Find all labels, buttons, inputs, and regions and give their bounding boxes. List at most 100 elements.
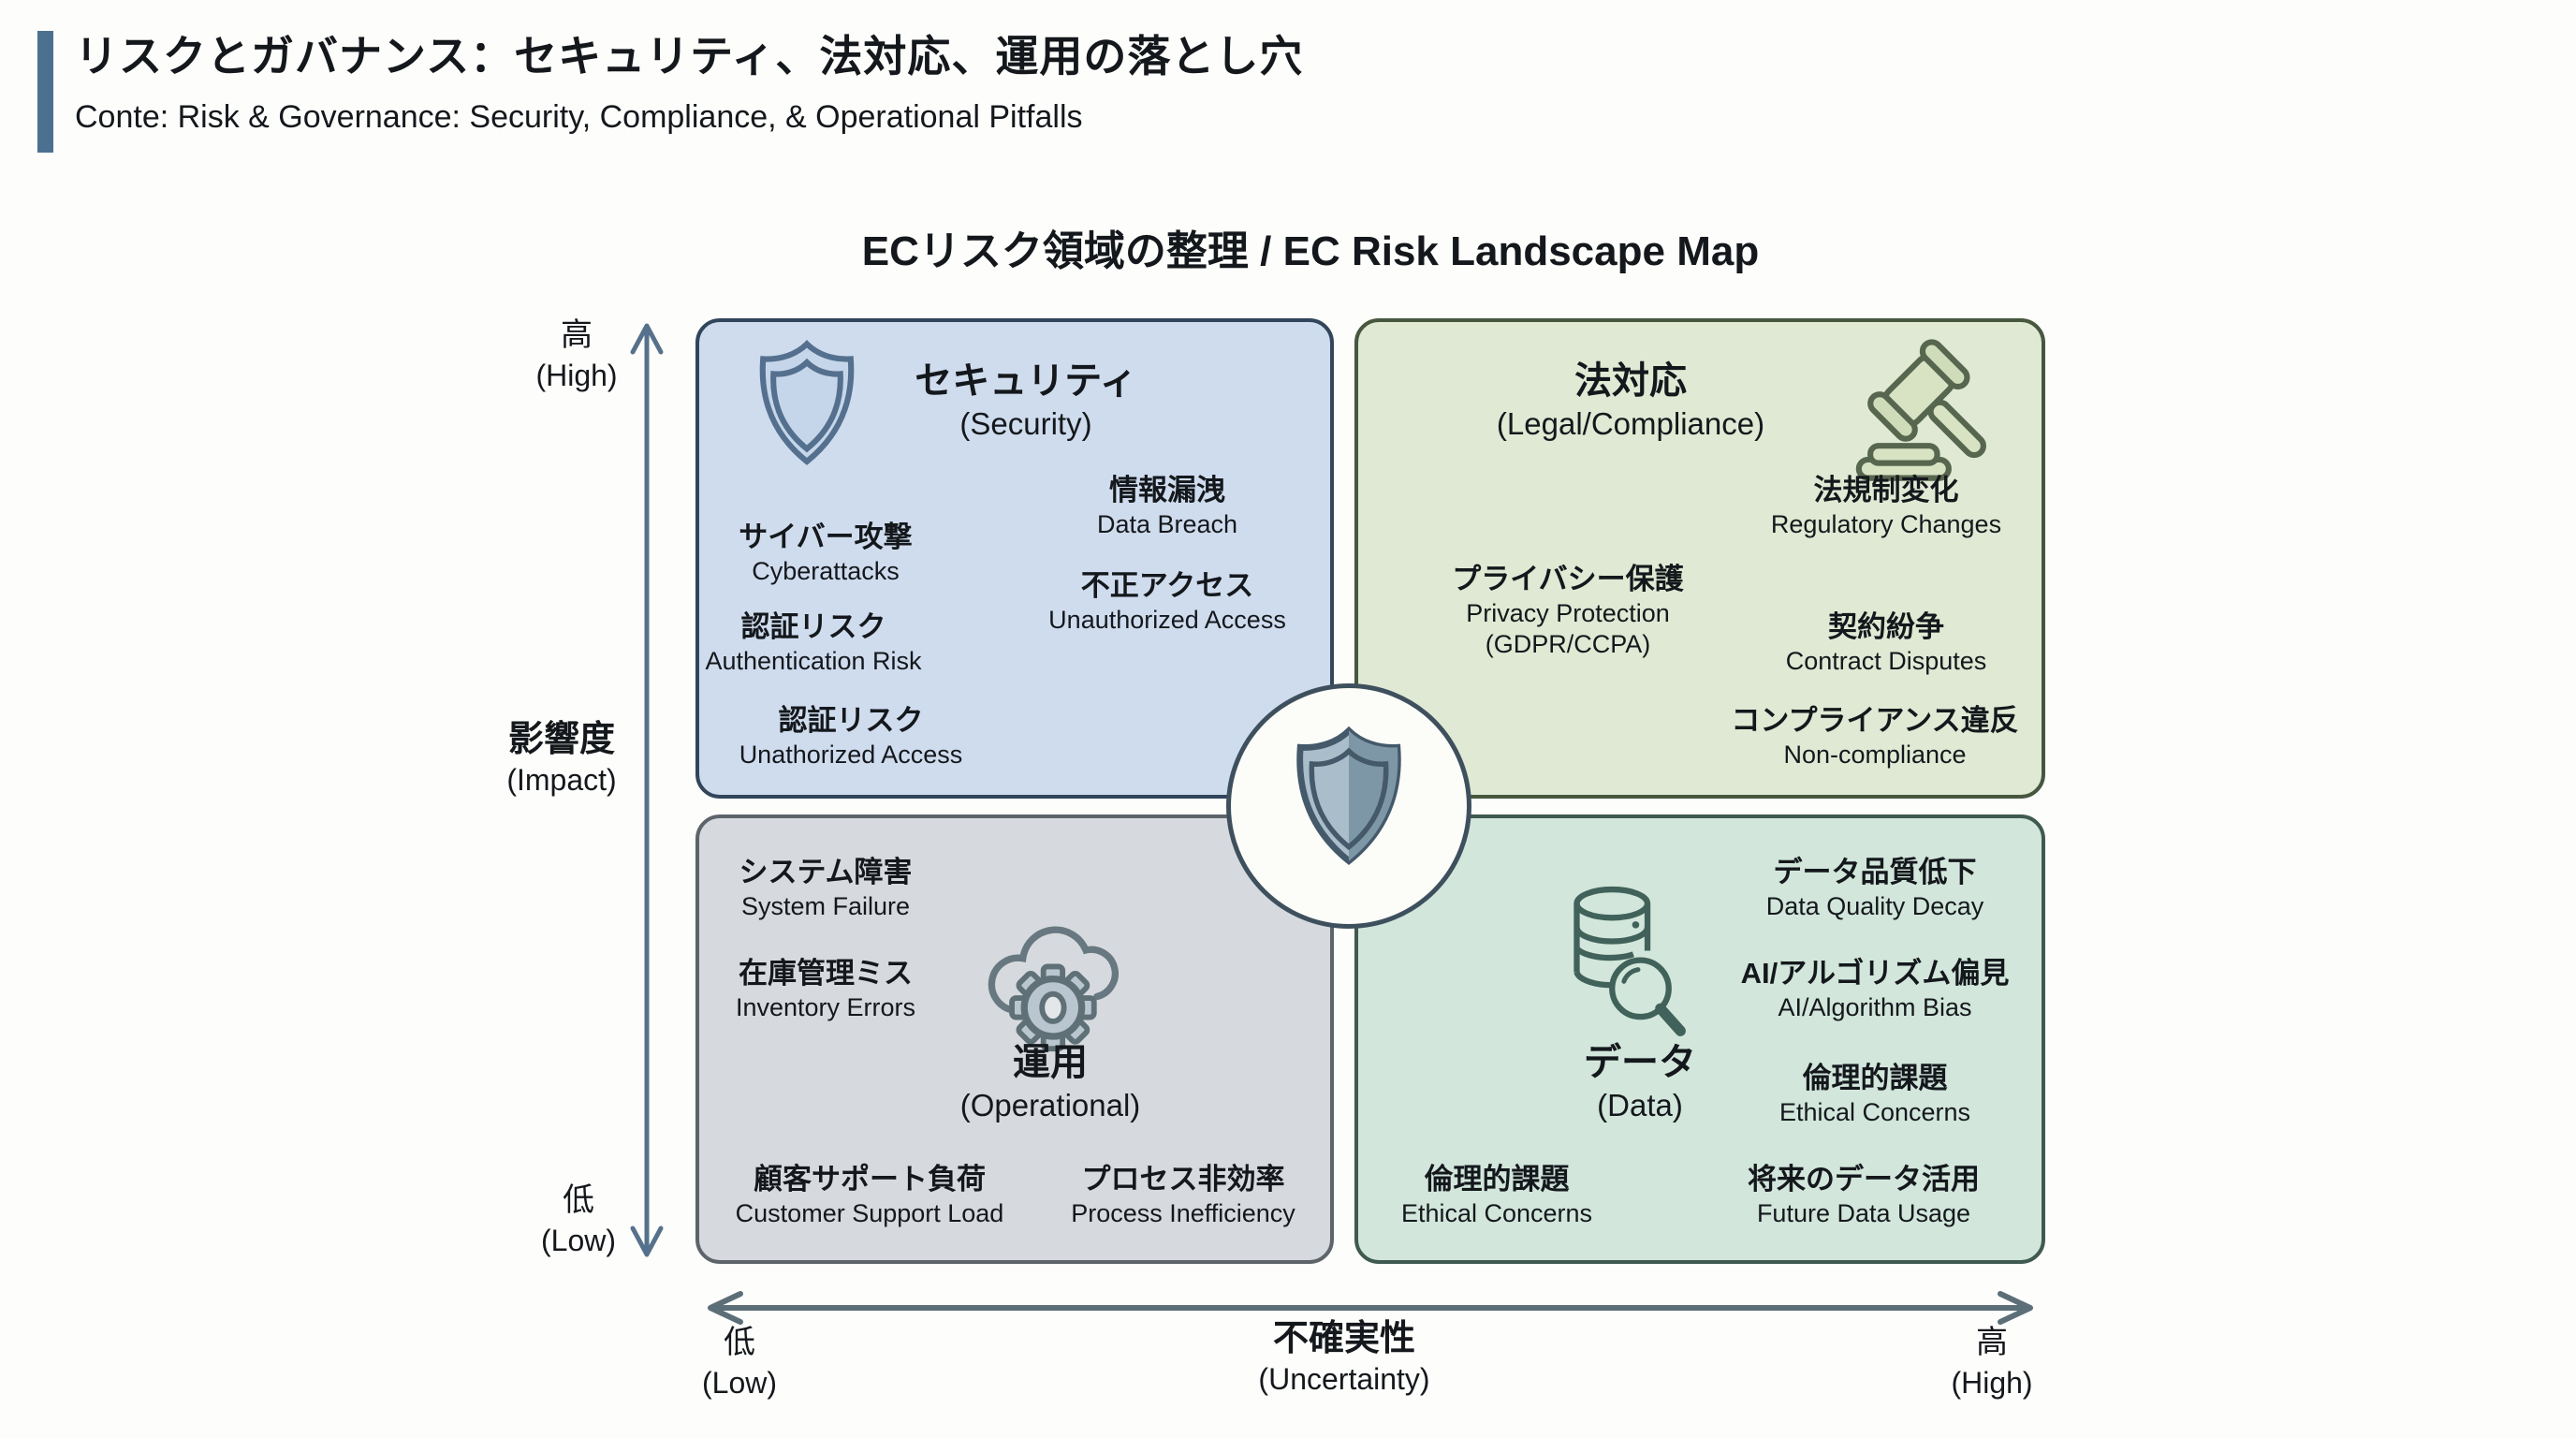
header-title-jp: リスクとガバナンス：セキュリティ、法対応、運用の落とし穴	[75, 32, 1304, 81]
risk-item-customer-support-load: 顧客サポート負荷 Customer Support Load	[736, 1161, 1004, 1229]
risk-item-jp: コンプライアンス違反	[1731, 704, 2019, 737]
risk-item-en: Cyberattacks	[752, 557, 900, 585]
risk-item-jp: 在庫管理ミス	[739, 957, 913, 990]
quadrant-operational: 運用 (Operational) システム障害 System Failure 在…	[695, 814, 1334, 1264]
risk-item-non-compliance: コンプライアンス違反 Non-compliance	[1731, 702, 2018, 770]
shield-icon	[759, 340, 855, 465]
x-axis-title-jp: 不確実性	[1272, 1319, 1415, 1358]
y-axis-title: 影響度 (Impact)	[506, 719, 616, 800]
y-axis-arrow	[630, 323, 664, 1257]
risk-item-jp: システム障害	[739, 856, 913, 888]
quadrant-title-en: (Legal/Compliance)	[1496, 406, 1765, 441]
risk-item-ai-algorithm-bias: AI/アルゴリズム偏見 AI/Algorithm Bias	[1741, 955, 2010, 1023]
risk-item-unathorized-access: 認証リスク Unathorized Access	[739, 702, 963, 770]
map-title: ECリスク領域の整理 / EC Risk Landscape Map	[861, 228, 1760, 274]
risk-item-regulatory-changes: 法規制変化 Regulatory Changes	[1771, 472, 2001, 540]
risk-item-unauthorized-access: 不正アクセス Unauthorized Access	[1048, 567, 1286, 636]
risk-item-en: Authentication Risk	[705, 647, 922, 675]
y-axis-low-jp: 低	[562, 1182, 594, 1218]
risk-item-jp: 法規制変化	[1813, 474, 1959, 506]
risk-item-jp: 情報漏洩	[1109, 474, 1225, 506]
x-axis-arrow	[708, 1291, 2033, 1325]
risk-item-system-failure: システム障害 System Failure	[739, 854, 912, 922]
risk-item-ethical-concerns-right: 倫理的課題 Ethical Concerns	[1779, 1060, 1970, 1128]
risk-item-jp: 契約紛争	[1828, 610, 1944, 643]
risk-item-en: Process Inefficiency	[1071, 1199, 1295, 1227]
y-axis-low-en: (Low)	[540, 1224, 617, 1257]
quadrant-title-en: (Security)	[959, 406, 1092, 441]
risk-item-contract-disputes: 契約紛争 Contract Disputes	[1786, 609, 1987, 677]
x-axis-low-jp: 低	[723, 1325, 755, 1360]
x-axis-high-label: 高 (High)	[1951, 1322, 2032, 1402]
risk-item-data-quality-decay: データ品質低下 Data Quality Decay	[1766, 854, 1984, 922]
risk-item-en: Data Quality Decay	[1765, 892, 1984, 920]
risk-item-en: Unauthorized Access	[1048, 606, 1286, 634]
risk-item-ethical-concerns-left: 倫理的課題 Ethical Concerns	[1401, 1161, 1592, 1229]
risk-item-en: Privacy Protection	[1466, 599, 1670, 627]
risk-item-en: Future Data Usage	[1756, 1199, 1971, 1227]
risk-item-en2: (GDPR/CCPA)	[1485, 630, 1651, 658]
database-search-icon	[1573, 886, 1686, 1036]
quadrant-legal-title: 法対応 (Legal/Compliance)	[1497, 358, 1764, 444]
risk-item-en: Inventory Errors	[735, 993, 916, 1021]
cloud-gear-icon	[988, 926, 1119, 1052]
gavel-icon	[1855, 339, 1986, 481]
x-axis-low-label: 低 (Low)	[702, 1322, 777, 1402]
header-subtitle-en: Conte: Risk & Governance: Security, Comp…	[75, 99, 1083, 135]
header-accent-bar	[37, 31, 53, 153]
quadrant-legal: 法対応 (Legal/Compliance) 法規制変化 Regulatory …	[1354, 318, 2045, 799]
quadrant-title-jp: 運用	[1013, 1042, 1088, 1083]
risk-item-jp: サイバー攻撃	[739, 521, 913, 553]
shield-emblem-icon	[1296, 726, 1401, 866]
risk-item-en: Non-compliance	[1783, 741, 1967, 769]
risk-item-jp: 認証リスク	[740, 610, 886, 643]
quadrant-operational-title: 運用 (Operational)	[960, 1039, 1141, 1125]
risk-item-future-data-usage: 将来のデータ活用 Future Data Usage	[1748, 1161, 1980, 1229]
risk-item-en: Data Breach	[1096, 510, 1238, 538]
risk-item-jp: プロセス非効率	[1081, 1163, 1285, 1196]
risk-item-authentication-risk: 認証リスク Authentication Risk	[705, 609, 921, 677]
risk-item-en: Customer Support Load	[735, 1199, 1004, 1227]
risk-item-cyberattacks: サイバー攻撃 Cyberattacks	[739, 519, 912, 587]
y-axis-title-en: (Impact)	[506, 763, 617, 797]
risk-item-jp: 顧客サポート負荷	[753, 1163, 986, 1196]
y-axis-high-label: 高 (High)	[535, 315, 617, 395]
gear	[1009, 963, 1097, 1052]
x-axis-high-jp: 高	[1976, 1325, 2008, 1360]
quadrant-data: データ (Data) データ品質低下 Data Quality Decay AI…	[1354, 814, 2045, 1264]
x-axis-title-en: (Uncertainty)	[1258, 1362, 1430, 1396]
quadrant-security: セキュリティ (Security) 情報漏洩 Data Breach サイバー攻…	[695, 318, 1334, 799]
quadrant-title-jp: 法対応	[1573, 360, 1687, 402]
risk-item-jp: 不正アクセス	[1080, 569, 1254, 602]
quadrant-security-title: セキュリティ (Security)	[915, 358, 1137, 444]
risk-item-en: Ethical Concerns	[1400, 1199, 1593, 1227]
x-axis-title: 不確実性 (Uncertainty)	[1258, 1318, 1429, 1399]
y-axis-high-en: (High)	[535, 359, 618, 392]
risk-item-en: Contract Disputes	[1785, 647, 1987, 675]
risk-item-inventory-errors: 在庫管理ミス Inventory Errors	[736, 955, 915, 1023]
risk-item-jp: 将来のデータ活用	[1748, 1163, 1980, 1196]
quadrant-title-jp: セキュリティ	[915, 360, 1137, 402]
risk-item-en: AI/Algorithm Bias	[1778, 993, 1972, 1021]
risk-item-privacy-protection: プライバシー保護 Privacy Protection (GDPR/CCPA)	[1452, 561, 1683, 660]
risk-item-data-breach: 情報漏洩 Data Breach	[1097, 472, 1237, 540]
quadrant-title-en: (Operational)	[959, 1088, 1141, 1123]
risk-item-process-inefficiency: プロセス非効率 Process Inefficiency	[1071, 1161, 1295, 1229]
risk-item-jp: プライバシー保護	[1452, 563, 1684, 595]
y-axis-high-jp: 高	[561, 317, 593, 353]
risk-item-jp: 倫理的課題	[1802, 1062, 1948, 1094]
risk-item-jp: 認証リスク	[778, 704, 924, 737]
quadrant-title-en: (Data)	[1597, 1088, 1683, 1123]
quadrant-data-title: データ (Data)	[1584, 1039, 1696, 1125]
risk-item-en: Unathorized Access	[739, 741, 963, 769]
risk-item-jp: 倫理的課題	[1424, 1163, 1570, 1196]
y-axis-low-label: 低 (Low)	[541, 1180, 616, 1260]
risk-item-en: System Failure	[740, 892, 911, 920]
x-axis-high-en: (High)	[1951, 1366, 2033, 1400]
y-axis-title-jp: 影響度	[507, 720, 615, 759]
risk-item-jp: AI/アルゴリズム偏見	[1740, 957, 2010, 990]
risk-item-en: Ethical Concerns	[1778, 1098, 1971, 1126]
risk-item-jp: データ品質低下	[1773, 856, 1977, 888]
center-emblem	[1226, 683, 1471, 929]
